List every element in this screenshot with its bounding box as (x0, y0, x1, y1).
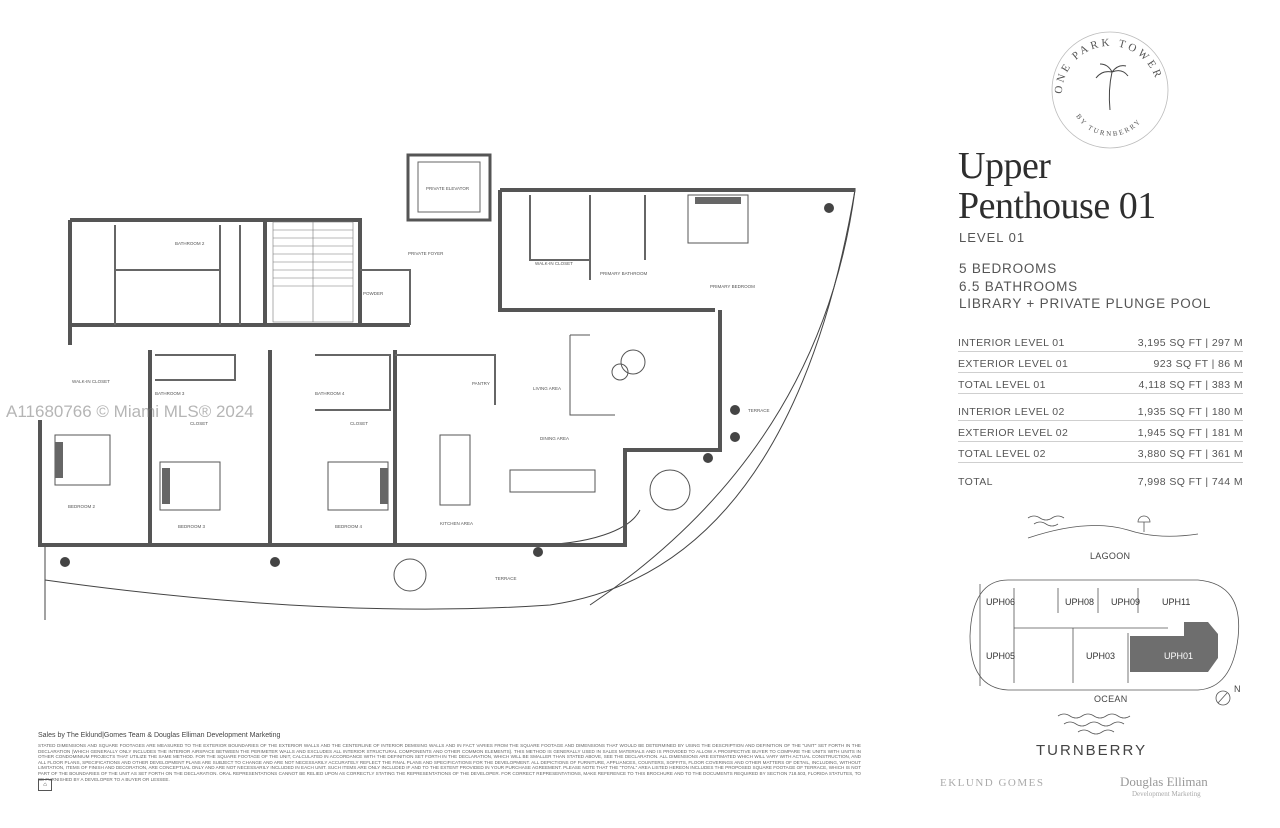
area-label: EXTERIOR LEVEL 02 (958, 427, 1069, 439)
plan-label-dining-area: DINING AREA (540, 436, 569, 441)
area-label: TOTAL (958, 476, 993, 488)
area-row: INTERIOR LEVEL 01 3,195 SQ FT | 297 M (958, 333, 1243, 352)
area-row: INTERIOR LEVEL 02 1,935 SQ FT | 180 M (958, 402, 1243, 421)
eklund-gomes-logo: EKLUND GOMES (940, 777, 1045, 789)
equal-housing-icon: ⌂ (38, 779, 52, 791)
area-label: TOTAL LEVEL 02 (958, 448, 1046, 460)
area-row: EXTERIOR LEVEL 01 923 SQ FT | 86 M (958, 354, 1243, 373)
plan-label-private-foyer: PRIVATE FOYER (408, 251, 444, 256)
plan-label-kitchen-area: KITCHEN AREA (440, 521, 473, 526)
keyplan-unit-uph01: UPH01 (1164, 651, 1194, 661)
floor-plan-drawing: WALK-IN CLOSET BATHROOM 2 BEDROOM 2 BATH… (38, 153, 856, 625)
area-value: 923 SQ FT | 86 M (1153, 358, 1243, 370)
plan-label-bathroom-4: BATHROOM 4 (315, 391, 345, 396)
plan-label-walk-in-closet-2: WALK-IN CLOSET (535, 261, 573, 266)
douglas-elliman-logo: Douglas Elliman Development Marketing (1120, 774, 1208, 798)
keyplan-unit-uph11: UPH11 (1162, 597, 1191, 607)
area-table: INTERIOR LEVEL 01 3,195 SQ FT | 297 M EX… (958, 333, 1243, 492)
plan-label-primary-bathroom: PRIMARY BATHROOM (600, 271, 648, 276)
plan-label-primary-bedroom: PRIMARY BEDROOM (710, 284, 755, 289)
area-row: TOTAL LEVEL 01 4,118 SQ FT | 383 M (958, 375, 1243, 394)
plan-label-bathroom-2: BATHROOM 2 (175, 241, 205, 246)
title-line-2: Penthouse 01 (958, 185, 1156, 227)
sales-credit: Sales by The Eklund|Gomes Team & Douglas… (38, 732, 281, 739)
legal-disclaimer: STATED DIMENSIONS AND SQUARE FOOTAGES AR… (38, 743, 861, 782)
area-row: TOTAL LEVEL 02 3,880 SQ FT | 361 M (958, 444, 1243, 463)
area-value: 4,118 SQ FT | 383 M (1138, 379, 1243, 391)
plan-label-bathroom-3: BATHROOM 3 (155, 391, 185, 396)
unit-title: Upper Penthouse 01 (958, 146, 1258, 226)
key-plan: LAGOON OCEAN N UPH06 UPH08 UPH09 UPH11 U… (968, 508, 1244, 740)
area-label: EXTERIOR LEVEL 01 (958, 358, 1069, 370)
plan-label-closet-1: CLOSET (190, 421, 208, 426)
highlighted-unit (1130, 622, 1218, 672)
area-value: 3,880 SQ FT | 361 M (1137, 448, 1243, 460)
feature-bathrooms: 6.5 BATHROOMS (959, 278, 1078, 294)
keyplan-unit-uph08: UPH08 (1065, 597, 1095, 607)
keyplan-unit-uph06: UPH06 (986, 597, 1016, 607)
plan-label-powder: POWDER (363, 291, 384, 296)
logo-arc-top: ONE PARK TOWER (1053, 37, 1162, 95)
key-plan-drawing (969, 515, 1240, 735)
logo-arc-bottom: BY TURNBERRY (1074, 113, 1141, 138)
plan-label-terrace-1: TERRACE (495, 576, 517, 581)
area-row-total: TOTAL 7,998 SQ FT | 744 M (958, 471, 1243, 490)
unit-features: 5 BEDROOMS 6.5 BATHROOMS LIBRARY + PRIVA… (959, 260, 1211, 313)
area-label: TOTAL LEVEL 01 (958, 379, 1046, 391)
keyplan-unit-uph03: UPH03 (1086, 651, 1116, 661)
area-row: EXTERIOR LEVEL 02 1,945 SQ FT | 181 M (958, 423, 1243, 442)
douglas-elliman-name: Douglas Elliman (1120, 774, 1208, 789)
plan-label-closet-2: CLOSET (350, 421, 368, 426)
keyplan-unit-uph09: UPH09 (1111, 597, 1141, 607)
keyplan-lagoon-label: LAGOON (1090, 551, 1131, 561)
mls-watermark: A11680766 © Miami MLS® 2024 (6, 402, 254, 421)
keyplan-unit-uph05: UPH05 (986, 651, 1016, 661)
keyplan-ocean-label: OCEAN (1094, 694, 1128, 704)
one-park-tower-logo: ONE PARK TOWER BY TURNBERRY (1048, 28, 1172, 152)
feature-extras: LIBRARY + PRIVATE PLUNGE POOL (959, 296, 1212, 311)
plan-label-terrace-2: TERRACE (748, 408, 770, 413)
area-label: INTERIOR LEVEL 02 (958, 406, 1065, 418)
svg-text:ONE PARK TOWER: ONE PARK TOWER (1053, 37, 1165, 95)
floor-plan: WALK-IN CLOSET BATHROOM 2 BEDROOM 2 BATH… (30, 150, 860, 625)
plan-label-private-elevator: PRIVATE ELEVATOR (426, 186, 470, 191)
plan-label-living-area: LIVING AREA (533, 386, 561, 391)
turnberry-brand: TURNBERRY (1036, 742, 1148, 759)
title-line-1: Upper (958, 145, 1051, 187)
unit-level: LEVEL 01 (959, 230, 1026, 245)
area-value: 7,998 SQ FT | 744 M (1137, 476, 1243, 488)
feature-bedrooms: 5 BEDROOMS (959, 261, 1058, 276)
plan-label-walk-in-closet-1: WALK-IN CLOSET (72, 379, 110, 384)
plan-label-bedroom-2: BEDROOM 2 (68, 504, 96, 509)
area-value: 1,935 SQ FT | 180 M (1137, 406, 1243, 418)
plan-label-pantry: PANTRY (472, 381, 490, 386)
area-label: INTERIOR LEVEL 01 (958, 337, 1065, 349)
plan-label-bedroom-3: BEDROOM 3 (178, 524, 206, 529)
logo-emblem: ONE PARK TOWER BY TURNBERRY (1051, 31, 1169, 149)
plan-label-bedroom-4: BEDROOM 4 (335, 524, 363, 529)
svg-text:BY TURNBERRY: BY TURNBERRY (1074, 113, 1143, 138)
area-value: 3,195 SQ FT | 297 M (1137, 337, 1243, 349)
keyplan-north-label: N (1234, 684, 1241, 694)
area-value: 1,945 SQ FT | 181 M (1137, 427, 1243, 439)
douglas-elliman-sub: Development Marketing (1132, 790, 1201, 798)
